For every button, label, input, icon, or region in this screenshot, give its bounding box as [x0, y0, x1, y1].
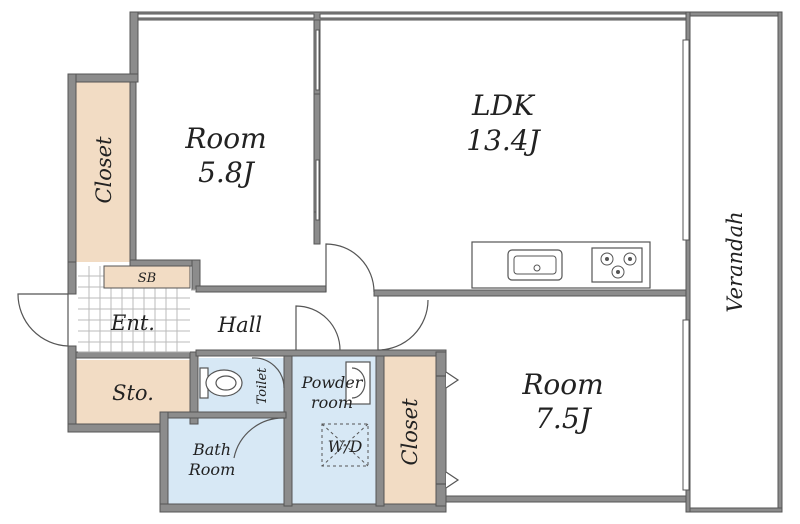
- room-b-name: Room: [521, 368, 603, 401]
- room-b-size: 7.5J: [535, 402, 593, 435]
- kitchen-counter: [471, 241, 651, 289]
- closet-b-arrow-bot: [445, 471, 460, 489]
- closet-a-fill: [76, 80, 130, 262]
- bath-label-1: Bath: [192, 440, 231, 459]
- entrance-label: Ent.: [110, 311, 155, 335]
- closet-b-fill: [384, 356, 436, 504]
- room-b-door: [377, 296, 429, 351]
- washer-box: [321, 423, 369, 467]
- doors: [17, 243, 460, 489]
- closet-b-label: Closet: [398, 398, 422, 466]
- ldk-name: LDK: [471, 89, 536, 122]
- hall-floor-lines: [78, 289, 196, 353]
- burner-icon: [600, 252, 614, 266]
- room-a-name: Room: [184, 122, 266, 155]
- windows: [137, 13, 690, 491]
- storage-label: Sto.: [112, 381, 154, 405]
- toilet-door: [251, 357, 285, 389]
- entrance-door: [17, 293, 69, 347]
- bath-fill: [168, 418, 284, 504]
- toilet-label: Toilet: [255, 367, 270, 404]
- closet-a-label: Closet: [92, 136, 116, 204]
- powder-door: [295, 305, 341, 351]
- labels: LDK 13.4J Room 5.8J Room 7.5J Closet Clo…: [92, 89, 747, 479]
- bath-door: [233, 417, 285, 459]
- sink: [507, 249, 563, 281]
- washer-label: W/D: [328, 437, 363, 456]
- verandah-label: Verandah: [723, 211, 747, 312]
- vanity-fixture: [345, 361, 371, 405]
- stove: [591, 247, 643, 283]
- powder-label-2: room: [311, 393, 353, 412]
- bath-label-2: Room: [188, 460, 235, 479]
- closet-b-arrow-top: [445, 371, 460, 389]
- shoebox-label: SB: [138, 271, 156, 286]
- room-a-size: 5.8J: [198, 156, 256, 189]
- toilet-fixture: [199, 367, 243, 399]
- ldk-size: 13.4J: [466, 124, 541, 157]
- ldk-door: [325, 243, 375, 293]
- powder-label-1: Powder: [301, 373, 364, 392]
- hall-label: Hall: [217, 313, 262, 337]
